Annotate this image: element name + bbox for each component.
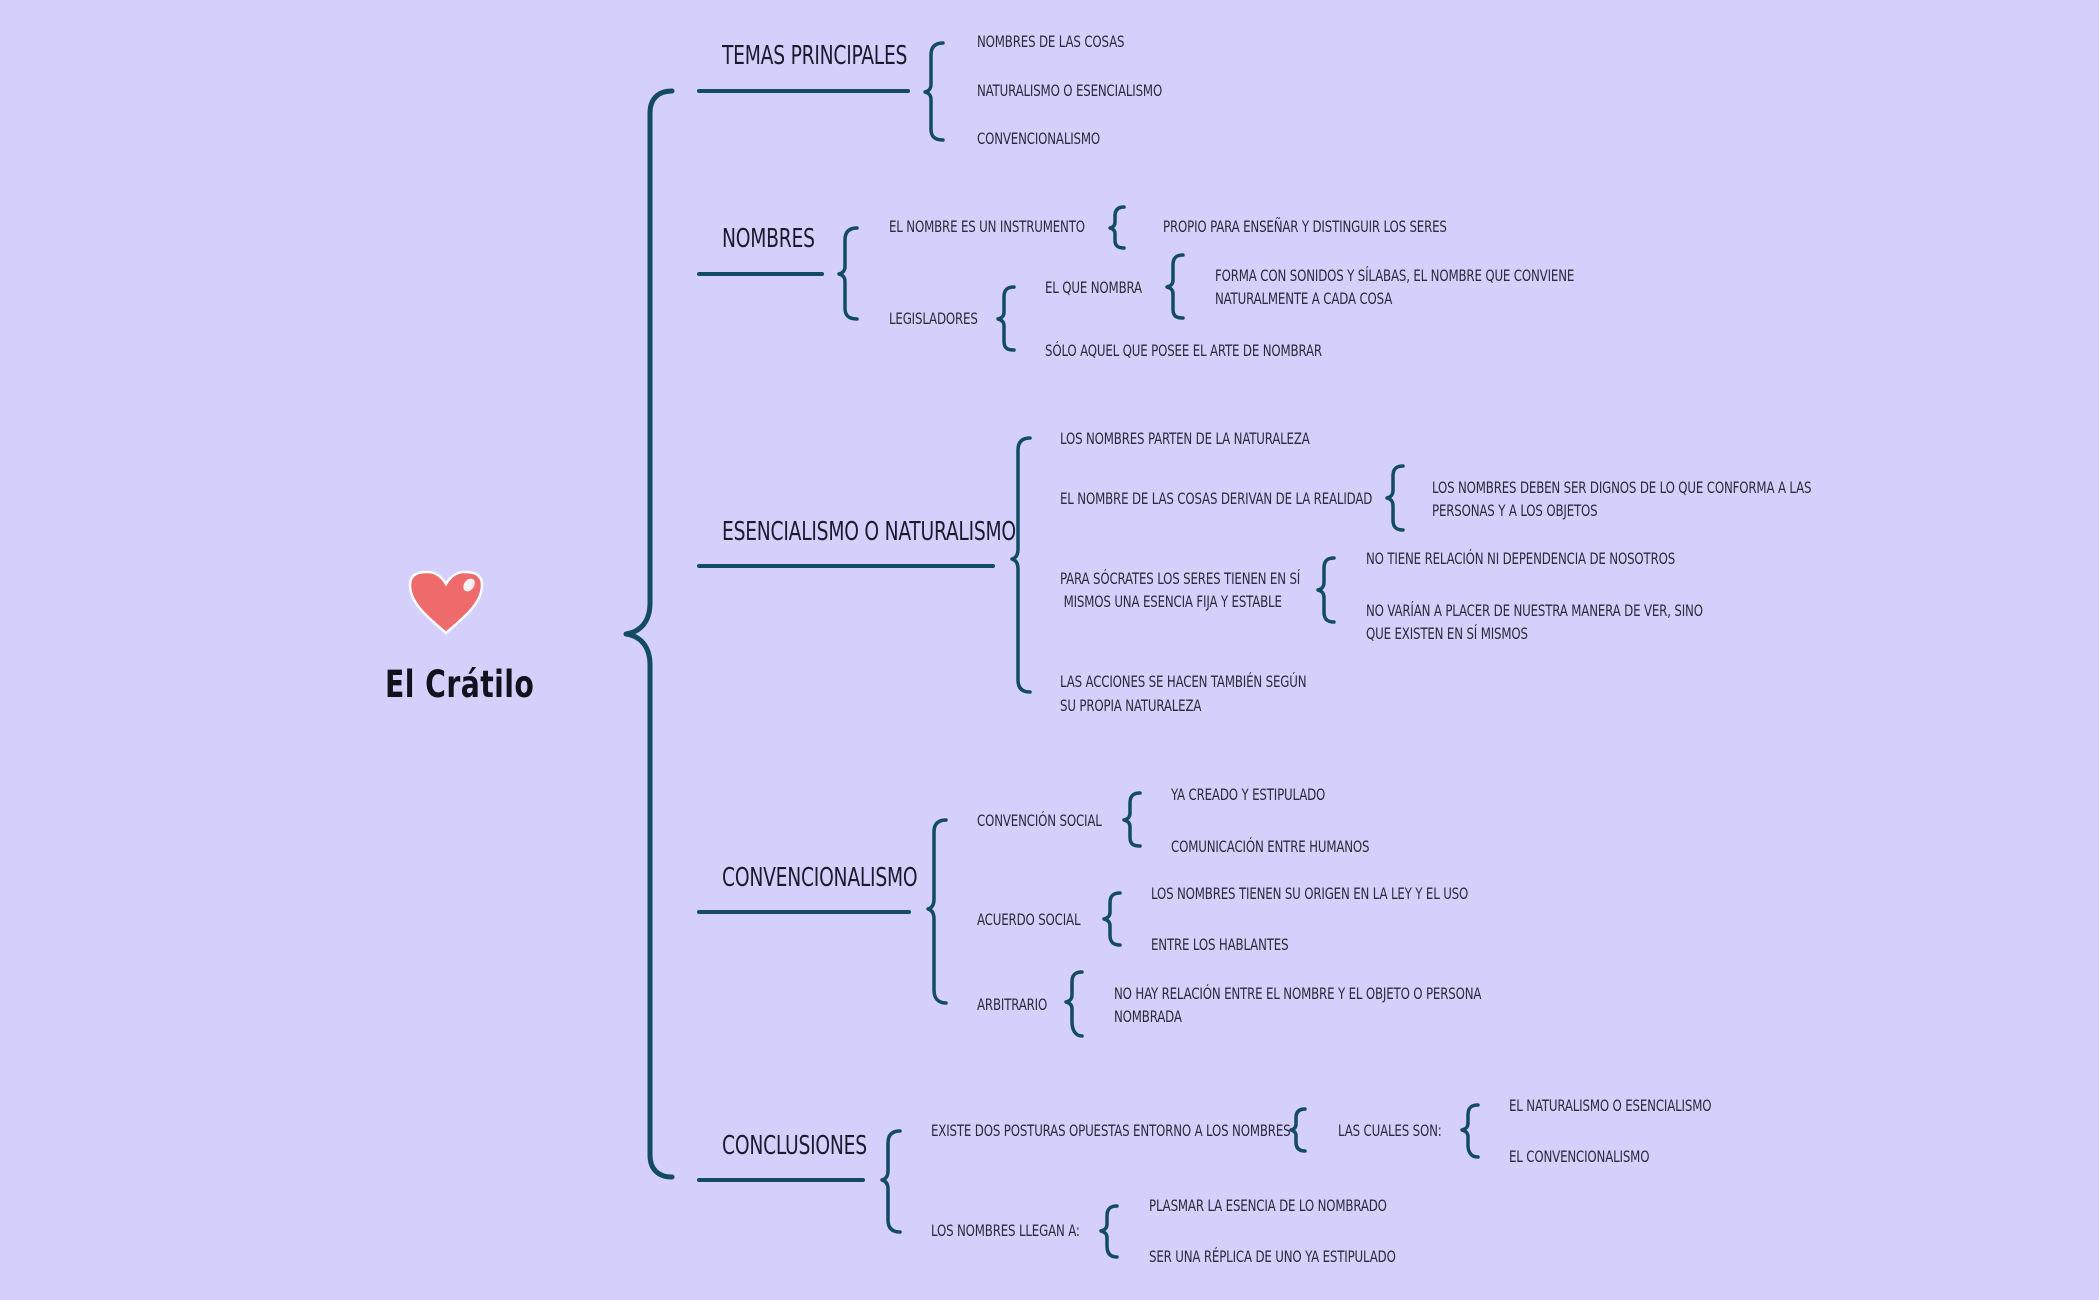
brace-convencion	[1122, 791, 1142, 848]
acuerdo-b: Entre los hablantes	[1151, 935, 1289, 954]
convencion-social: Convención social	[977, 811, 1102, 830]
esencialismo-derivan: El nombre de las cosas derivan de la rea…	[1060, 489, 1373, 508]
arbitrario-detail-2: nombrada	[1114, 1007, 1182, 1026]
map-title: El Crátilo	[385, 663, 535, 706]
conclusiones-cuales: Las cuales son:	[1338, 1121, 1442, 1140]
arbitrario-detail-1: No hay relación entre el nombre y el obj…	[1114, 984, 1482, 1003]
brace-temas	[923, 41, 945, 142]
heading-nombres: Nombres	[722, 224, 815, 254]
brace-legisladores	[996, 285, 1016, 352]
esencialismo-acciones-1: Las acciones se hacen también según	[1060, 672, 1307, 691]
brace-cuales	[1460, 1103, 1480, 1159]
socrates-label-2: mismos una esencia fija y estable	[1060, 592, 1282, 611]
heading-convencionalismo: Convencionalismo	[722, 863, 918, 893]
brace-acuerdo	[1102, 891, 1122, 947]
conclusiones-llegan: Los nombres llegan a:	[931, 1221, 1080, 1240]
temas-item-3: Convencionalismo	[977, 129, 1101, 148]
socrates-label-1: Para Sócrates los seres tienen en sí	[1060, 569, 1301, 588]
derivan-detail-2: personas y a los objetos	[1432, 501, 1598, 520]
arbitrario: Arbitrario	[977, 995, 1048, 1014]
brace-el-que-nombra	[1165, 253, 1185, 320]
legisladores-el-que-nombra: El que nombra	[1045, 278, 1142, 297]
rule-nombres	[697, 272, 824, 276]
brace-esencialismo	[1010, 436, 1032, 694]
brace-socrates	[1316, 556, 1336, 624]
temas-item-1: Nombres de las cosas	[977, 32, 1125, 51]
main-brace	[623, 88, 675, 1180]
heart-icon	[408, 570, 484, 635]
temas-item-2: Naturalismo o esencialismo	[977, 81, 1163, 100]
brace-conclusiones	[880, 1129, 902, 1234]
esencialismo-parten: Los nombres parten de la naturaleza	[1060, 429, 1310, 448]
nombres-legisladores: Legisladores	[889, 309, 978, 328]
brace-posturas	[1289, 1107, 1307, 1153]
conclusiones-replica: Ser una réplica de uno ya estipulado	[1149, 1247, 1396, 1266]
derivan-detail-1: Los nombres deben ser dignos de lo que c…	[1432, 478, 1812, 497]
heading-esencialismo: Esencialismo o naturalismo	[722, 517, 1016, 547]
el-que-nombra-detail-1: forma con sonidos y sílabas, el nombre q…	[1215, 266, 1575, 285]
conclusiones-naturalismo: El naturalismo o esencialismo	[1509, 1096, 1712, 1115]
acuerdo-a: Los nombres tienen su origen en la ley y…	[1151, 884, 1469, 903]
brace-convencionalismo	[926, 818, 948, 1005]
acuerdo-social: Acuerdo social	[977, 910, 1081, 929]
brace-derivan	[1385, 464, 1405, 532]
nombres-instrumento: El nombre es un instrumento	[889, 217, 1085, 236]
convencion-b: Comunicación entre humanos	[1171, 837, 1370, 856]
brace-instrumento	[1108, 205, 1126, 250]
conclusiones-posturas: Existe dos posturas opuestas entorno a l…	[931, 1121, 1291, 1140]
convencion-a: Ya creado y estipulado	[1171, 785, 1326, 804]
rule-temas	[697, 89, 910, 93]
socrates-no-varian-1: No varían a placer de nuestra manera de …	[1366, 601, 1703, 620]
socrates-no-varian-2: que existen en sí mismos	[1366, 624, 1528, 643]
legisladores-solo-aquel: Sólo aquel que posee el arte de nombrar	[1045, 341, 1322, 360]
socrates-no-relacion: No tiene relación ni dependencia de noso…	[1366, 549, 1676, 568]
brace-arbitrario	[1064, 970, 1084, 1038]
el-que-nombra-detail-2: naturalmente a cada cosa	[1215, 289, 1393, 308]
heading-temas: Temas principales	[722, 41, 908, 71]
rule-conclusiones	[697, 1178, 865, 1182]
conclusiones-convencionalismo: El convencionalismo	[1509, 1147, 1650, 1166]
conclusiones-plasmar: Plasmar la esencia de lo nombrado	[1149, 1196, 1387, 1215]
esencialismo-acciones-2: su propia naturaleza	[1060, 696, 1202, 715]
nombres-instrumento-detail: Propio para enseñar y distinguir los ser…	[1163, 217, 1447, 236]
brace-llegan	[1099, 1204, 1119, 1259]
heading-conclusiones: Conclusiones	[722, 1131, 867, 1161]
rule-convencionalismo	[697, 910, 911, 914]
brace-nombres	[837, 226, 859, 321]
rule-esencialismo	[697, 564, 995, 568]
